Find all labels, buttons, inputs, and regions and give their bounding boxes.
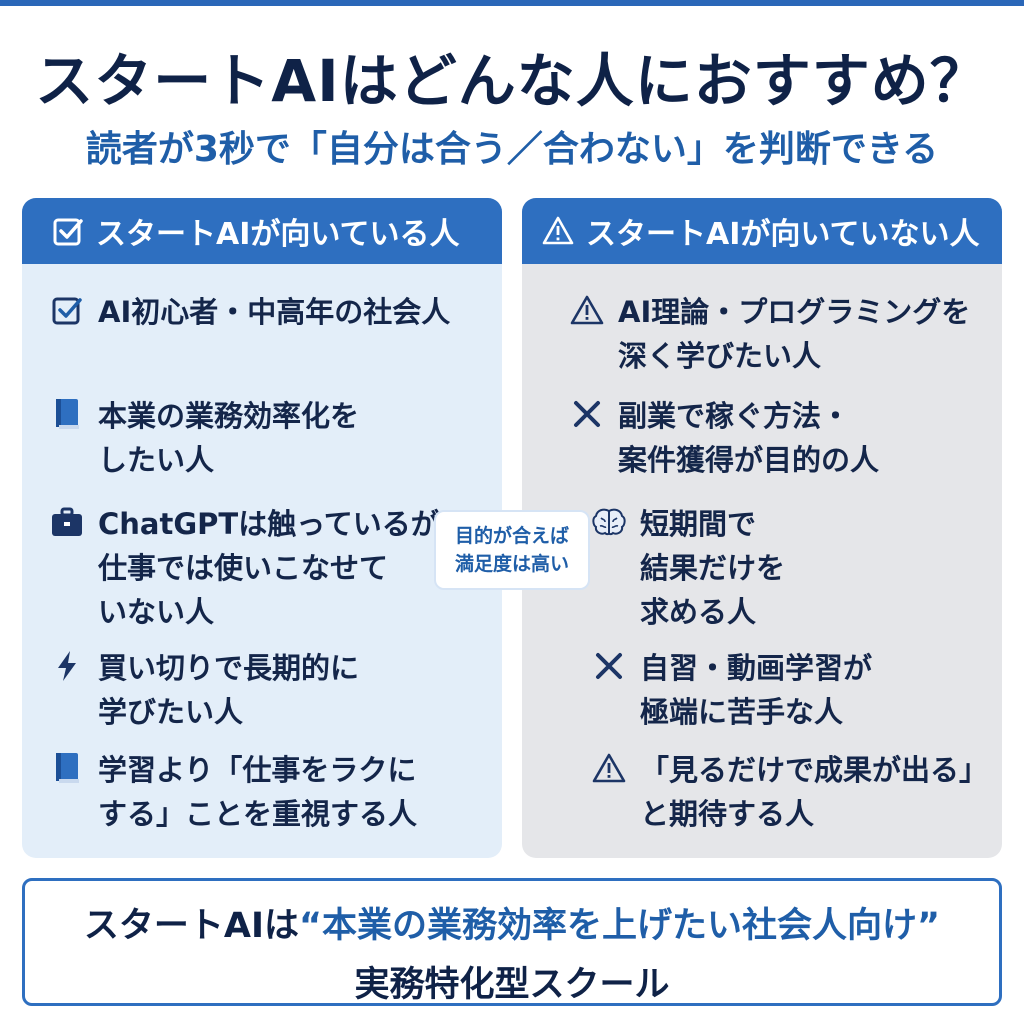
briefcase-icon: [50, 505, 84, 539]
unsuitable-item-text: AI理論・プログラミングを 深く学びたい人: [618, 295, 971, 373]
unsuitable-item-text: 「見るだけで成果が出る」 と期待する人: [640, 753, 989, 831]
unsuitable-item: 自習・動画学習が 極端に苦手な人: [592, 646, 872, 734]
unsuitable-panel: スタートAIが向いていない人 AI理論・プログラミングを 深く学びたい人 副業で…: [522, 198, 1002, 858]
unsuitable-panel-title: スタートAIが向いていない人: [586, 217, 980, 252]
x-icon: [592, 649, 626, 683]
unsuitable-panel-header: スタートAIが向いていない人: [522, 198, 1002, 264]
lightning-icon: [50, 649, 84, 683]
warning-icon: [570, 293, 604, 327]
unsuitable-item-text: 短期間で 結果だけを 求める人: [640, 507, 786, 629]
summary-line-2: 実務特化型スクール: [354, 965, 670, 1005]
x-icon: [570, 397, 604, 431]
warning-icon: [542, 215, 574, 247]
suitable-item: 本業の業務効率化を したい人: [50, 394, 359, 482]
summary-accent: “本業の業務効率を上げたい社会人向け”: [299, 906, 941, 946]
checkbox-icon: [52, 215, 84, 247]
unsuitable-item-text: 副業で稼ぐ方法・ 案件獲得が目的の人: [618, 399, 880, 477]
suitable-item: 学習より「仕事をラクに する」ことを重視する人: [50, 748, 417, 836]
suitable-panel-header: スタートAIが向いている人: [22, 198, 502, 264]
summary-line-1: スタートAIは“本業の業務効率を上げたい社会人向け”: [25, 897, 999, 948]
unsuitable-item: AI理論・プログラミングを 深く学びたい人: [570, 290, 970, 378]
suitable-item-text: 買い切りで長期的に 学びたい人: [98, 651, 360, 729]
page-subtitle: 読者が3秒で「自分は合う／合わない」を判断できる: [85, 129, 939, 170]
suitable-item: AI初心者・中高年の社会人: [50, 290, 450, 334]
top-accent-line: [0, 0, 1024, 6]
suitable-item: ChatGPTは触っているが 仕事では使いこなせて いない人: [50, 502, 440, 634]
suitable-item-text: ChatGPTは触っているが 仕事では使いこなせて いない人: [98, 507, 440, 629]
checkbox-icon: [50, 293, 84, 327]
summary-lead: スタートAIは: [83, 906, 300, 946]
page-title: スタートAIはどんな人におすすめ？: [35, 47, 989, 115]
satisfaction-badge: 目的が合えば 満足度は高い: [434, 510, 590, 590]
warning-icon: [592, 751, 626, 785]
suitable-panel: スタートAIが向いている人 AI初心者・中高年の社会人 本業の業務効率化を した…: [22, 198, 502, 858]
unsuitable-item: 「見るだけで成果が出る」 と期待する人: [592, 748, 988, 836]
book-icon: [50, 397, 84, 431]
unsuitable-item: 短期間で 結果だけを 求める人: [592, 502, 785, 634]
book-icon: [50, 751, 84, 785]
summary-box: スタートAIは“本業の業務効率を上げたい社会人向け” 実務特化型スクール: [22, 878, 1002, 1006]
brain-icon: [592, 505, 626, 539]
unsuitable-item: 副業で稼ぐ方法・ 案件獲得が目的の人: [570, 394, 879, 482]
suitable-item-text: AI初心者・中高年の社会人: [98, 295, 451, 329]
unsuitable-item-text: 自習・動画学習が 極端に苦手な人: [640, 651, 873, 729]
suitable-panel-title: スタートAIが向いている人: [96, 217, 460, 252]
suitable-item-text: 本業の業務効率化を したい人: [98, 399, 360, 477]
suitable-item-text: 学習より「仕事をラクに する」ことを重視する人: [98, 753, 418, 831]
suitable-item: 買い切りで長期的に 学びたい人: [50, 646, 359, 734]
